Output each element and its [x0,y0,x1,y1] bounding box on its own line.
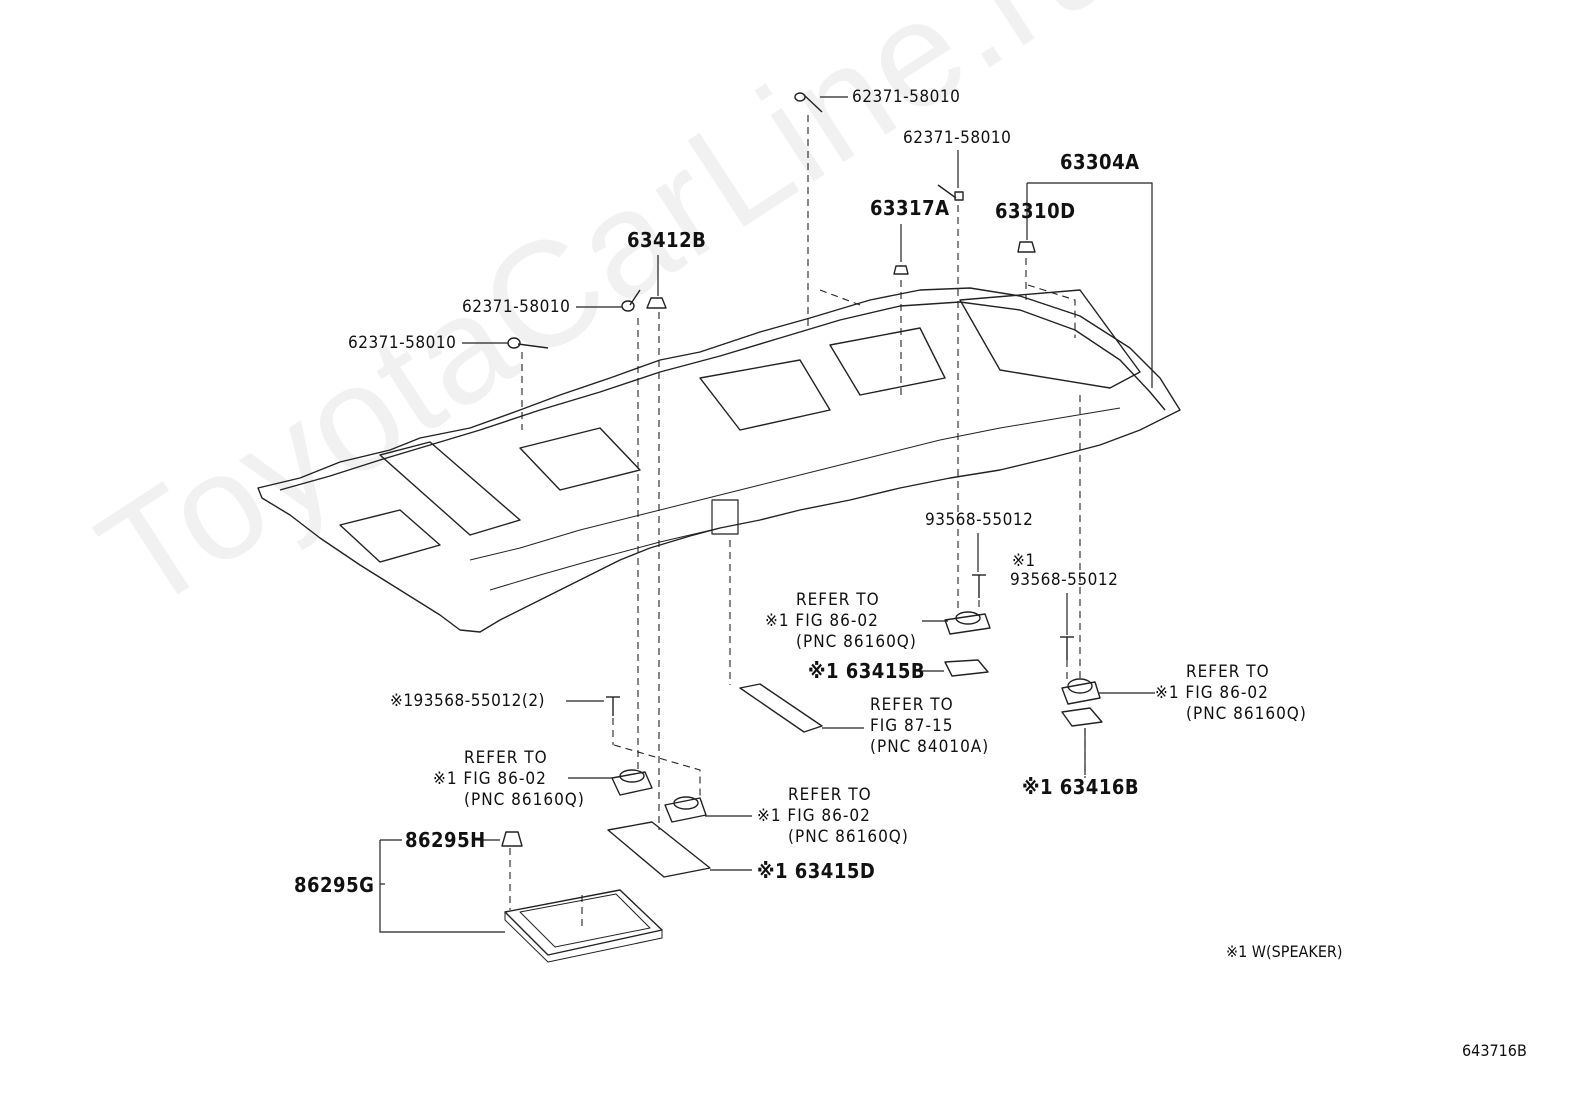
speaker-left [611,771,653,796]
ref-5-line-3: (PNC 86160Q) [788,827,909,847]
diagram-id: 643716B [1462,1041,1527,1060]
label-93568-55012-b: 93568-55012 [1010,570,1119,590]
headliner-panel [257,287,1181,633]
lamp-84010A [739,683,823,733]
screw-93568-c [606,696,620,716]
roof-panel-front-left [379,441,521,536]
label-62371-58010-top: 62371-58010 [852,87,961,107]
pad-63415B [944,659,989,677]
ref-4-line-2: ※1 FIG 86-02 [433,769,547,789]
roof-panel-rear [829,327,946,396]
label-63310D: 63310D [995,199,1076,223]
rear-trim [959,289,1141,389]
speaker-right [1061,681,1101,705]
ref-3-line-1: REFER TO [870,695,954,715]
ref-5-line-1: REFER TO [788,785,872,805]
label-62371-58010-left1: 62371-58010 [462,297,571,317]
label-86295G: 86295G [294,873,375,897]
label-62371-58010-mid: 62371-58010 [903,128,1012,148]
speaker-right-top [944,613,991,635]
label-62371-58010-left2: 62371-58010 [348,333,457,353]
clip-63412B [646,297,667,309]
clip-62371-left1 [621,289,641,312]
label-93568-55012-c: ※193568-55012(2) [390,691,546,711]
label-63304A: 63304A [1060,150,1140,174]
clip-63310D [1017,241,1036,253]
label-63415D: ※1 63415D [757,859,876,883]
ref-3-line-2: FIG 87-15 [870,716,954,736]
plate-63415D [607,821,711,878]
label-93568-mark-b: ※1 [1012,551,1036,571]
label-63415B: ※1 63415B [808,659,926,683]
ref-4-line-3: (PNC 86160Q) [464,790,585,810]
footnote: ※1 W(SPEAKER) [1226,942,1343,961]
ref-3-line-3: (PNC 84010A) [870,737,990,757]
label-86295H: 86295H [405,828,486,852]
screw-93568-a [972,574,986,598]
ref-1-line-2: ※1 FIG 86-02 [765,611,879,631]
overhead-console-recess [339,509,441,563]
pad-63416B [1061,707,1103,727]
clip-63317A [893,265,909,275]
ref-2-line-1: REFER TO [1186,662,1270,682]
ref-5-line-2: ※1 FIG 86-02 [757,806,871,826]
clip-62371-mid [937,184,964,201]
ref-1-line-1: REFER TO [796,590,880,610]
clip-62371-top [794,92,823,113]
connector-block [711,499,739,535]
ref-1-line-3: (PNC 86160Q) [796,632,917,652]
roof-panel-mid [519,427,641,491]
headliner-inner-edge [279,301,1166,491]
speaker-mid [664,797,707,823]
ref-2-line-3: (PNC 86160Q) [1186,704,1307,724]
screw-93568-b [1060,636,1074,660]
label-63416B: ※1 63416B [1022,775,1140,799]
roof-panel-front [699,359,831,431]
label-63317A: 63317A [870,196,950,220]
label-93568-55012-a: 93568-55012 [925,510,1034,530]
clip-62371-left2 [507,337,549,349]
ref-4-line-1: REFER TO [464,748,548,768]
label-63412B: 63412B [627,228,707,252]
clip-86295H [501,831,523,847]
ref-2-line-2: ※1 FIG 86-02 [1155,683,1269,703]
